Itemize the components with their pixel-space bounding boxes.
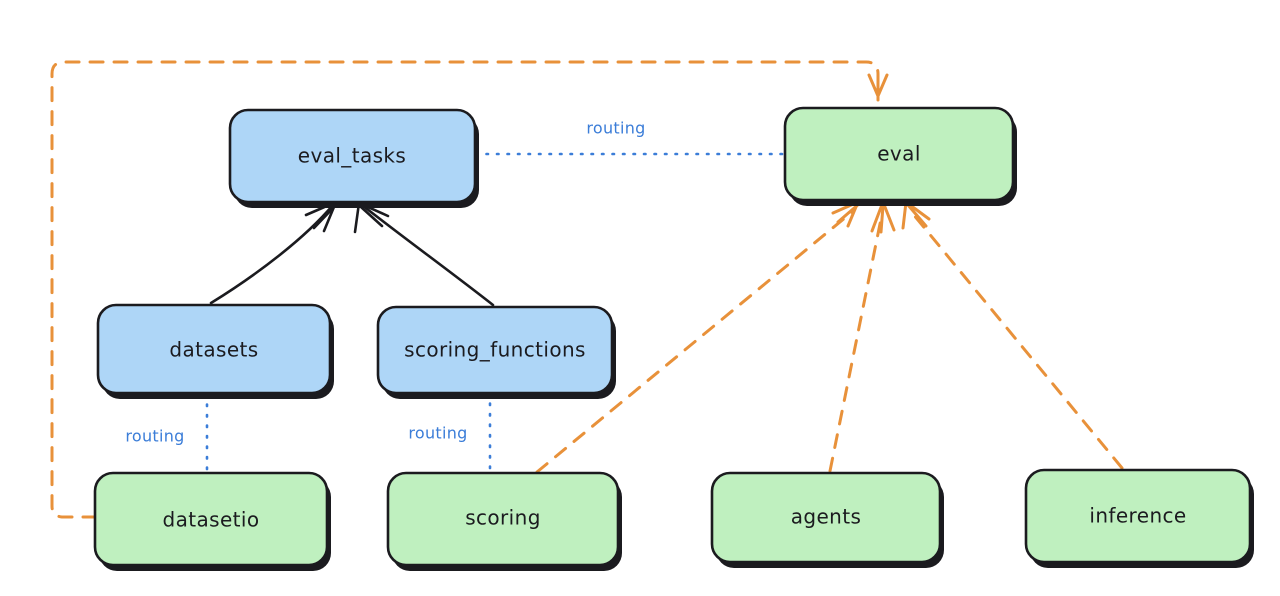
node-inference-box bbox=[1024, 468, 1252, 564]
node-scoring[interactable]: scoring bbox=[386, 471, 622, 571]
edge-label-routing-datasetio: routing bbox=[125, 427, 184, 446]
node-datasets-label: datasets bbox=[169, 338, 258, 362]
node-inference[interactable]: inference bbox=[1024, 468, 1254, 568]
node-scoring-functions-label: scoring_functions bbox=[404, 338, 586, 362]
node-datasets-box bbox=[96, 303, 332, 395]
node-eval-box bbox=[783, 106, 1015, 202]
nodes-layer: eval_tasks eval datasets scoring_functio… bbox=[93, 106, 1254, 571]
edge-datasets-evaltasks bbox=[209, 200, 338, 305]
edge-label-routing-scoring: routing bbox=[408, 424, 467, 443]
node-scoring-label: scoring bbox=[465, 506, 541, 530]
edge-inference-eval bbox=[901, 200, 1124, 470]
node-datasetio-label: datasetio bbox=[162, 508, 259, 532]
node-eval-label: eval bbox=[877, 142, 921, 166]
node-datasetio-box bbox=[93, 471, 329, 567]
node-eval-tasks-box bbox=[228, 108, 477, 204]
edge-label-routing-eval: routing bbox=[586, 119, 645, 138]
edge-scoringfn-scoring: routing bbox=[408, 391, 492, 473]
node-agents[interactable]: agents bbox=[710, 471, 944, 568]
edge-datasetio-eval bbox=[50, 60, 889, 519]
node-scoring-functions-box bbox=[376, 305, 614, 395]
node-scoring-box bbox=[386, 471, 620, 567]
node-datasetio[interactable]: datasetio bbox=[93, 471, 331, 571]
node-eval[interactable]: eval bbox=[783, 106, 1017, 206]
edge-scoringfn-evaltasks bbox=[353, 201, 495, 307]
node-eval-tasks[interactable]: eval_tasks bbox=[228, 108, 479, 208]
node-datasets[interactable]: datasets bbox=[96, 303, 334, 399]
node-eval-tasks-label: eval_tasks bbox=[298, 144, 406, 168]
node-inference-label: inference bbox=[1089, 504, 1186, 528]
node-agents-label: agents bbox=[791, 505, 862, 529]
node-agents-box bbox=[710, 471, 942, 564]
edge-evaltasks-eval: routing bbox=[474, 119, 786, 156]
edge-datasets-datasetio: routing bbox=[125, 392, 209, 474]
node-scoring-functions[interactable]: scoring_functions bbox=[376, 305, 616, 399]
edges-layer: routing routing routing bbox=[50, 60, 1124, 519]
edge-agents-eval bbox=[828, 200, 896, 473]
